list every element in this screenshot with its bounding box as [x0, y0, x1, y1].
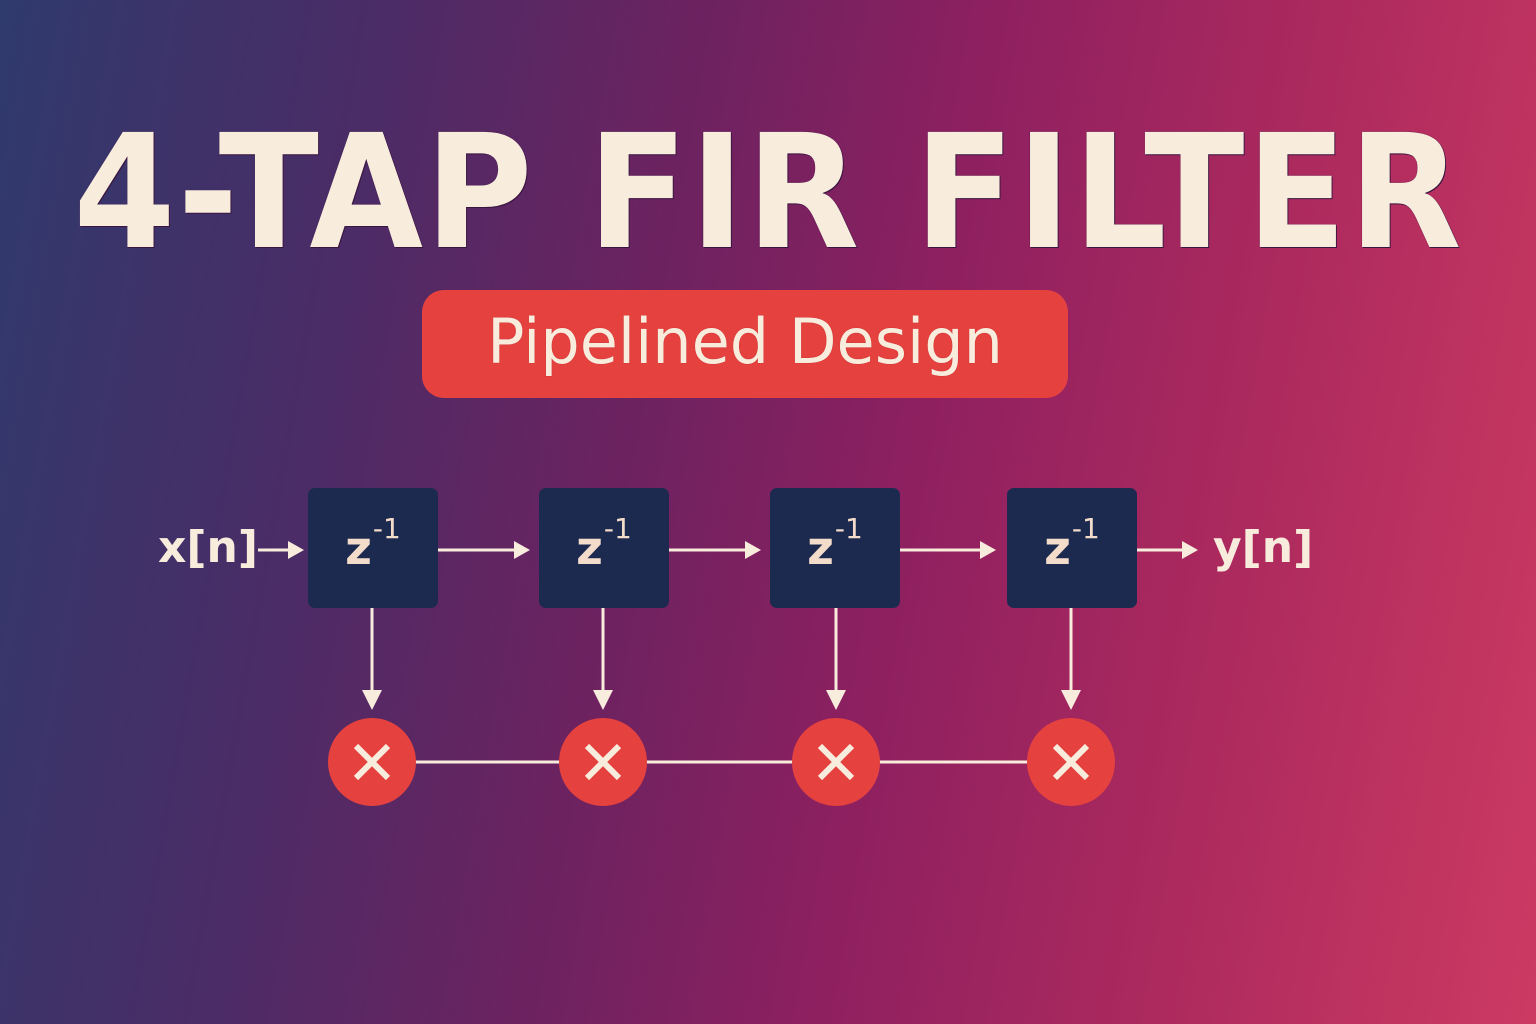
multiplier-1: [328, 718, 416, 806]
multiplier-4: [1027, 718, 1115, 806]
multiply-icon: [353, 743, 391, 781]
tap-arrowhead-icon: [593, 690, 613, 710]
stage-arrowhead-icon: [514, 541, 530, 559]
tap-arrowhead-icon: [826, 690, 846, 710]
input-arrowhead-icon: [288, 541, 304, 559]
delay-element-4: z-1: [1007, 488, 1137, 608]
delay-label: z-1: [345, 512, 401, 575]
tap-arrowhead-icon: [362, 690, 382, 710]
output-signal-label: y[n]: [1213, 522, 1314, 573]
multiply-icon: [1052, 743, 1090, 781]
delay-element-2: z-1: [539, 488, 669, 608]
pipelined-design-badge: Pipelined Design: [422, 290, 1068, 398]
delay-label: z-1: [576, 512, 632, 575]
output-arrowhead-icon: [1182, 541, 1198, 559]
stage-arrowhead-icon: [745, 541, 761, 559]
stage-arrowhead-icon: [980, 541, 996, 559]
delay-label: z-1: [807, 512, 863, 575]
multiply-icon: [584, 743, 622, 781]
multiply-icon: [817, 743, 855, 781]
input-signal-label: x[n]: [158, 522, 258, 573]
multiplier-3: [792, 718, 880, 806]
title-text: 4-TAP FIR FILTER: [72, 101, 1464, 285]
delay-element-1: z-1: [308, 488, 438, 608]
badge-label: Pipelined Design: [487, 305, 1003, 378]
page-title: 4-TAP FIR FILTER: [0, 101, 1536, 285]
delay-label: z-1: [1044, 512, 1100, 575]
delay-element-3: z-1: [770, 488, 900, 608]
tap-arrowhead-icon: [1061, 690, 1081, 710]
multiplier-2: [559, 718, 647, 806]
